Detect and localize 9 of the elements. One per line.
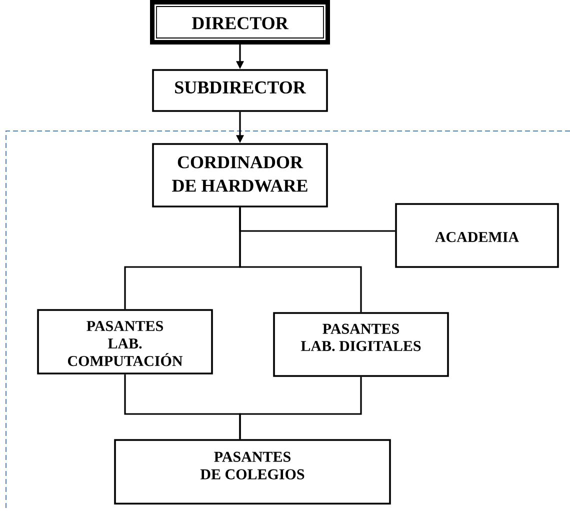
role-box: PASANTES DE COLEGIOS	[114, 439, 391, 504]
role-box: SUBDIRECTOR	[152, 69, 328, 112]
connector-line	[239, 207, 362, 312]
role-box: CORDINADOR DE HARDWARE	[152, 143, 328, 208]
role-box: PASANTES LAB. DIGITALES	[273, 312, 449, 377]
role-box: ACADEMIA	[395, 203, 559, 268]
double-frame-box: DIRECTOR	[150, 0, 330, 44]
connector-line	[239, 376, 362, 440]
role-box: PASANTES LAB. COMPUTACIÓN	[37, 309, 213, 374]
